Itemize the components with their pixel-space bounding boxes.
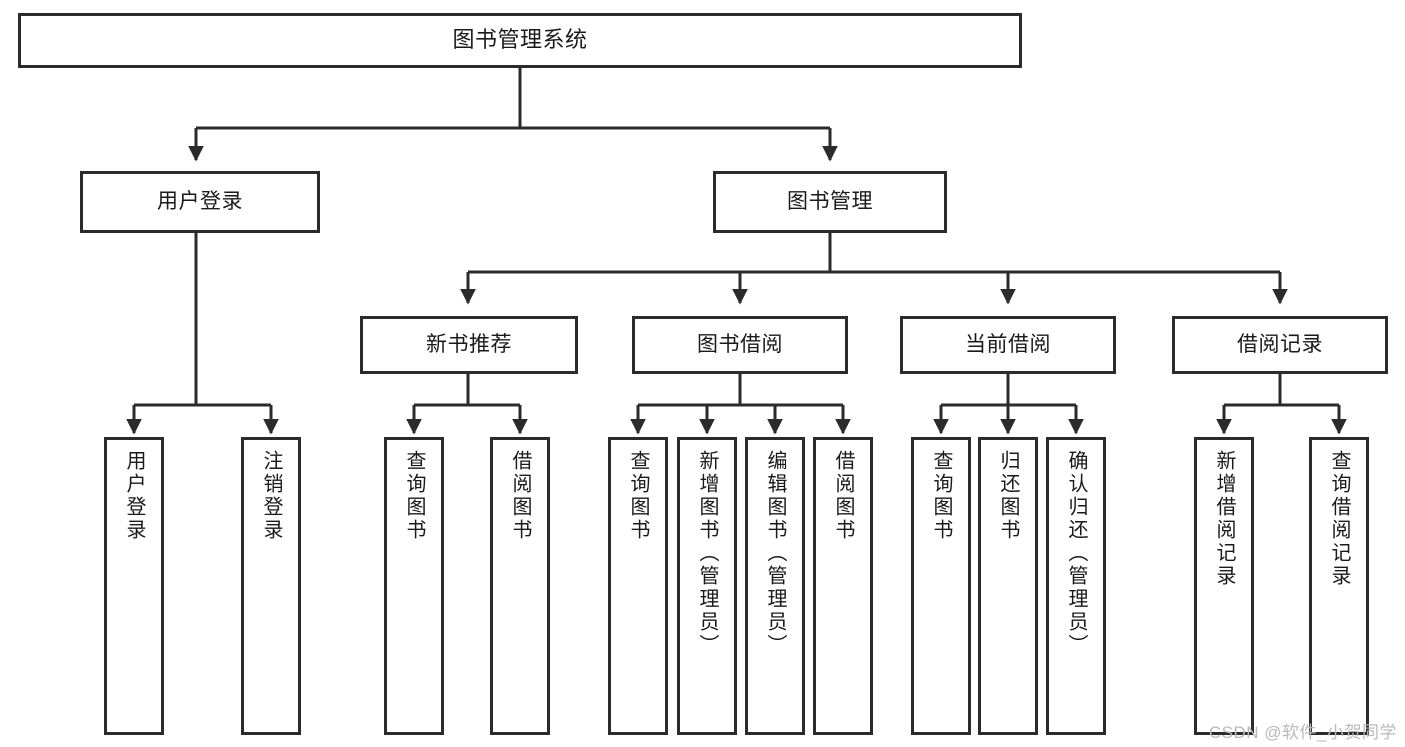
node-leaf-return-book-label: 归还图书 — [997, 450, 1019, 542]
node-leaf-query-book-3[interactable]: 查询图书 — [911, 437, 971, 735]
node-leaf-add-book-label: 新增图书（管理员） — [696, 450, 718, 657]
node-borrow-record[interactable]: 借阅记录 — [1172, 316, 1388, 374]
node-leaf-logout[interactable]: 注销登录 — [241, 437, 301, 735]
node-leaf-logout-label: 注销登录 — [260, 450, 282, 542]
node-leaf-return-book[interactable]: 归还图书 — [978, 437, 1038, 735]
node-leaf-add-record-label: 新增借阅记录 — [1213, 450, 1235, 588]
node-leaf-query-book-1-label: 查询图书 — [403, 450, 425, 542]
node-leaf-query-book-3-label: 查询图书 — [930, 450, 952, 542]
node-user-login[interactable]: 用户登录 — [80, 171, 320, 233]
node-leaf-query-book-2[interactable]: 查询图书 — [608, 437, 668, 735]
node-current-borrow[interactable]: 当前借阅 — [900, 316, 1116, 374]
node-new-book-rec[interactable]: 新书推荐 — [360, 316, 578, 374]
node-book-borrow-label: 图书借阅 — [697, 333, 783, 357]
node-leaf-user-login[interactable]: 用户登录 — [104, 437, 164, 735]
node-leaf-edit-book[interactable]: 编辑图书（管理员） — [745, 437, 805, 735]
node-user-login-label: 用户登录 — [157, 190, 243, 214]
watermark: CSDN @软件_小贺同学 — [1208, 723, 1397, 742]
node-leaf-query-record[interactable]: 查询借阅记录 — [1309, 437, 1369, 735]
node-leaf-add-record[interactable]: 新增借阅记录 — [1194, 437, 1254, 735]
node-leaf-confirm-return[interactable]: 确认归还（管理员） — [1046, 437, 1106, 735]
node-book-manage-label: 图书管理 — [787, 190, 873, 214]
node-leaf-query-book-2-label: 查询图书 — [627, 450, 649, 542]
node-leaf-query-book-1[interactable]: 查询图书 — [384, 437, 444, 735]
node-root[interactable]: 图书管理系统 — [18, 13, 1022, 68]
node-book-borrow[interactable]: 图书借阅 — [632, 316, 848, 374]
node-leaf-borrow-book-1[interactable]: 借阅图书 — [490, 437, 550, 735]
node-leaf-query-record-label: 查询借阅记录 — [1328, 450, 1350, 588]
node-leaf-user-login-label: 用户登录 — [123, 450, 145, 542]
node-borrow-record-label: 借阅记录 — [1237, 333, 1323, 357]
node-leaf-confirm-return-label: 确认归还（管理员） — [1065, 450, 1087, 657]
node-leaf-edit-book-label: 编辑图书（管理员） — [764, 450, 786, 657]
node-leaf-borrow-book-2[interactable]: 借阅图书 — [813, 437, 873, 735]
node-book-manage[interactable]: 图书管理 — [713, 171, 947, 233]
node-new-book-rec-label: 新书推荐 — [426, 333, 512, 357]
node-leaf-add-book[interactable]: 新增图书（管理员） — [677, 437, 737, 735]
node-root-label: 图书管理系统 — [452, 27, 588, 53]
node-leaf-borrow-book-1-label: 借阅图书 — [509, 450, 531, 542]
node-current-borrow-label: 当前借阅 — [965, 333, 1051, 357]
node-leaf-borrow-book-2-label: 借阅图书 — [832, 450, 854, 542]
